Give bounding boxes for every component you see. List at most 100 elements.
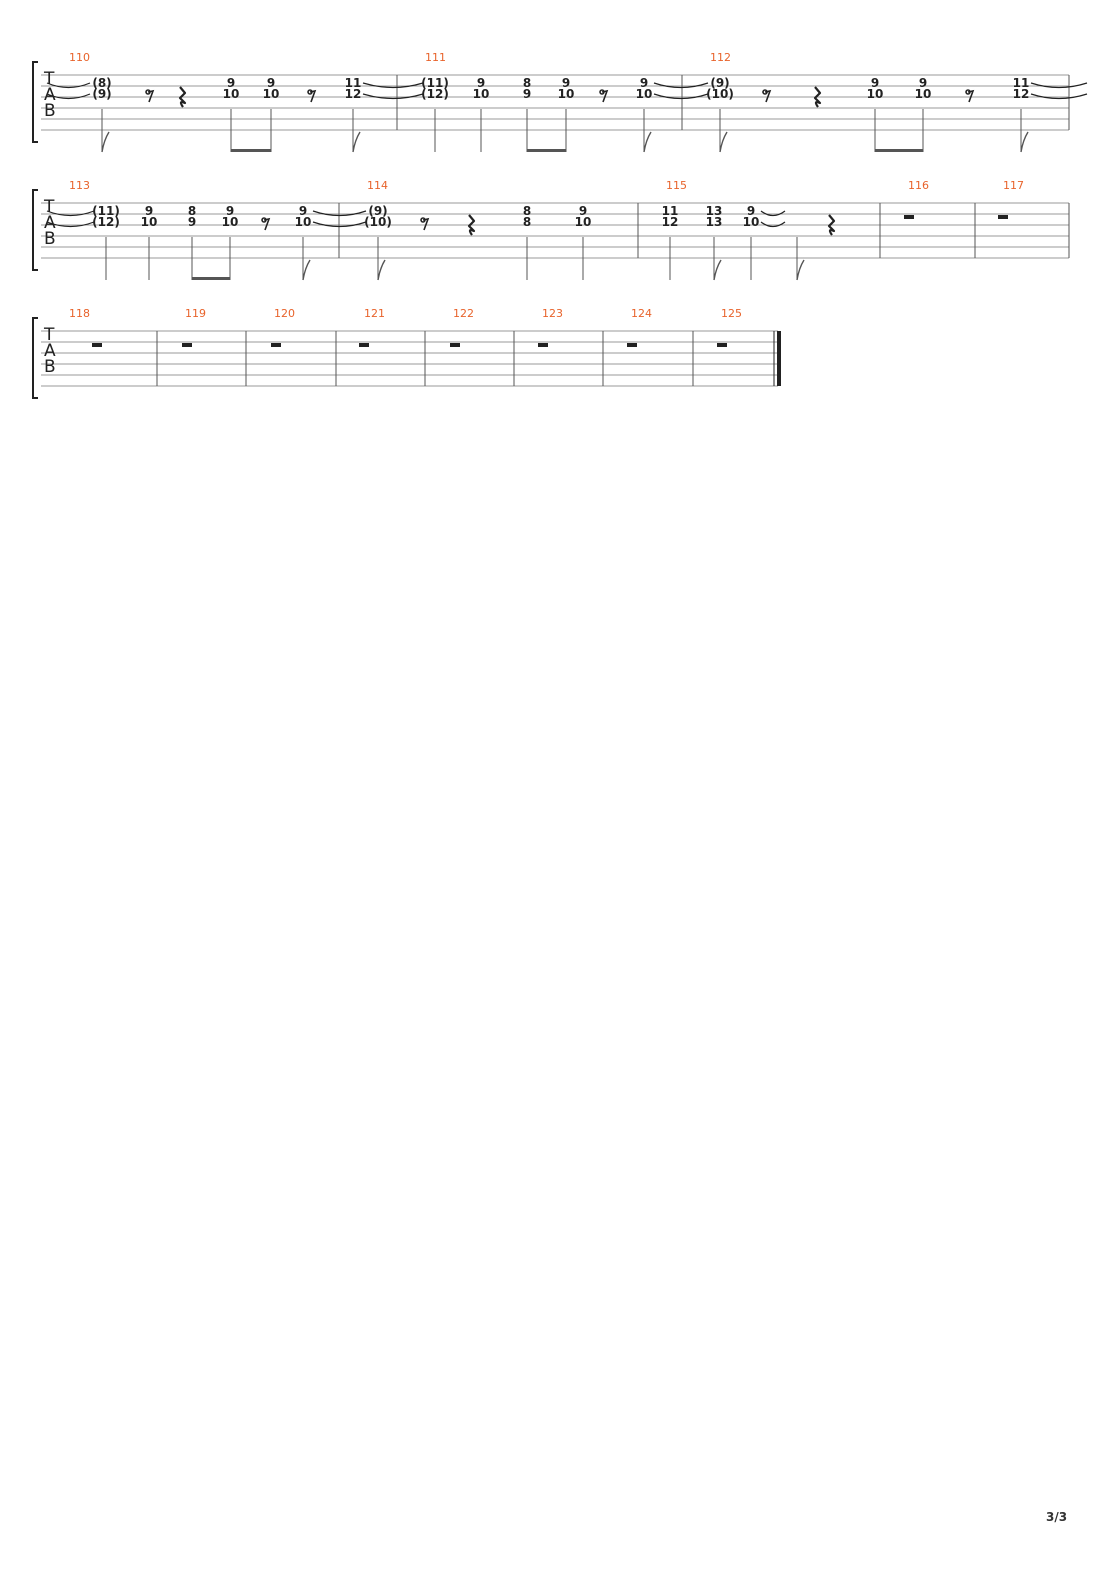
whole-rest — [904, 215, 914, 219]
fret-number: 11 — [662, 204, 679, 218]
measure: 117 — [998, 179, 1024, 219]
whole-rest — [538, 343, 548, 347]
fret-number: 12 — [345, 87, 362, 101]
measure: 119 — [182, 307, 206, 347]
fret-number: 9 — [523, 87, 531, 101]
fret-number: 10 — [473, 87, 490, 101]
system-bracket — [32, 61, 38, 143]
note-flag — [352, 131, 361, 153]
eighth-rest — [762, 89, 772, 103]
tied-fret-number: (8) — [92, 76, 111, 90]
fret-number: 10 — [636, 87, 653, 101]
eighth-rest — [145, 89, 155, 103]
system-bracket — [32, 189, 38, 271]
measure-number: 125 — [721, 307, 742, 320]
measure: 122 — [450, 307, 474, 347]
measure-number: 119 — [185, 307, 206, 320]
note-flag — [643, 131, 652, 153]
tab-system: TAB110(8)(9)9109101112111(11)(12)9108991… — [32, 51, 1088, 153]
note-flag — [101, 131, 110, 153]
whole-rest — [359, 343, 369, 347]
note-beam — [527, 149, 566, 152]
quarter-rest — [813, 86, 822, 108]
fret-number: 10 — [263, 87, 280, 101]
fret-number: 9 — [145, 204, 153, 218]
system-bracket — [32, 317, 38, 399]
measure: 121 — [359, 307, 385, 347]
tie-arc — [760, 221, 786, 228]
fret-number: 12 — [1013, 87, 1030, 101]
note-beam — [875, 149, 923, 152]
fret-number: 10 — [867, 87, 884, 101]
final-barline-thick — [777, 331, 781, 386]
tied-fret-number: (9) — [710, 76, 729, 90]
whole-rest — [998, 215, 1008, 219]
measure: 116 — [904, 179, 929, 219]
tie-arc — [46, 93, 91, 100]
note-flag — [1020, 131, 1029, 153]
tab-clef-letter: T — [43, 325, 55, 345]
tied-fret-number: (11) — [421, 76, 449, 90]
measure-number: 120 — [274, 307, 295, 320]
tied-fret-number: (11) — [92, 204, 120, 218]
tab-clef-letter: A — [44, 341, 56, 361]
measure: 118 — [69, 307, 102, 347]
page-number: 3/3 — [1046, 1510, 1068, 1524]
tab-clef-letter: B — [44, 101, 56, 121]
tab-clef-letter: B — [44, 357, 56, 377]
measure-number: 112 — [710, 51, 731, 64]
tie-arc — [46, 221, 95, 228]
tie-arc — [653, 93, 709, 100]
whole-rest — [92, 343, 102, 347]
tie-arc — [1030, 93, 1088, 100]
tied-fret-number: (10) — [364, 215, 392, 229]
tie-arc — [312, 210, 367, 217]
measure-number: 115 — [666, 179, 687, 192]
tie-arc — [312, 221, 367, 228]
fret-number: 8 — [523, 215, 531, 229]
tie-arc — [362, 82, 424, 89]
quarter-rest — [178, 86, 187, 108]
measure-number: 123 — [542, 307, 563, 320]
whole-rest — [627, 343, 637, 347]
eighth-rest — [261, 217, 271, 231]
fret-number: 8 — [523, 76, 531, 90]
fret-number: 13 — [706, 204, 723, 218]
tab-clef-letter: T — [43, 197, 55, 217]
fret-number: 9 — [747, 204, 755, 218]
tie-arc — [46, 210, 95, 217]
fret-number: 9 — [227, 76, 235, 90]
measure: 123 — [538, 307, 563, 347]
tab-system: TAB113(11)(12)91089910910114(9)(10)88910… — [32, 179, 1070, 281]
whole-rest — [182, 343, 192, 347]
fret-number: 11 — [1013, 76, 1030, 90]
tie-arc — [1030, 82, 1088, 89]
measure-number: 121 — [364, 307, 385, 320]
fret-number: 10 — [295, 215, 312, 229]
note-beam — [231, 149, 271, 152]
fret-number: 10 — [915, 87, 932, 101]
note-beam — [192, 277, 230, 280]
eighth-rest — [599, 89, 609, 103]
eighth-rest — [307, 89, 317, 103]
note-flag — [713, 259, 722, 281]
measure-number: 113 — [69, 179, 90, 192]
measure-number: 117 — [1003, 179, 1024, 192]
measure-number: 110 — [69, 51, 90, 64]
fret-number: 9 — [188, 215, 196, 229]
fret-number: 12 — [662, 215, 679, 229]
measure-number: 111 — [425, 51, 446, 64]
fret-number: 9 — [640, 76, 648, 90]
measure-number: 114 — [367, 179, 388, 192]
quarter-rest — [467, 214, 476, 236]
fret-number: 9 — [477, 76, 485, 90]
note-flag — [796, 259, 805, 281]
fret-number: 9 — [579, 204, 587, 218]
fret-number: 10 — [223, 87, 240, 101]
tie-arc — [760, 210, 786, 217]
